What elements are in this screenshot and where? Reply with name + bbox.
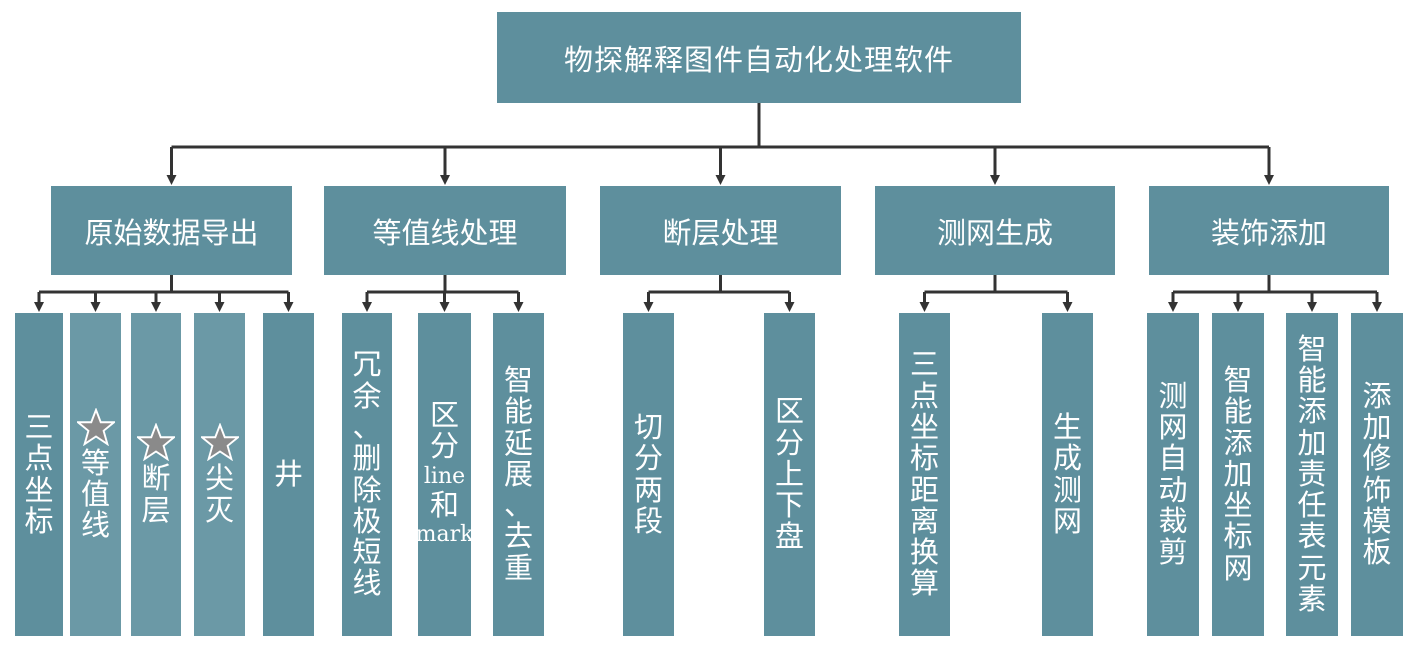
module-raw-data-export: 原始数据导出 [51, 186, 292, 275]
arrow-leaf-2-0 [643, 302, 654, 312]
module-fault-processing: 断层处理 [600, 186, 841, 275]
module-label: 断层处理 [662, 215, 779, 250]
module-contour-processing: 等值线处理 [324, 186, 566, 275]
star-icon [137, 423, 175, 462]
leaf-label: 切分两段 [633, 409, 663, 538]
arrow-module-0 [166, 175, 177, 185]
leaf-label: 测网自动裁剪 [1158, 378, 1188, 570]
leaf-label: 智能添加坐标网 [1223, 362, 1253, 585]
leaf-label: 尖灭 [204, 461, 234, 527]
arrow-module-2 [715, 175, 726, 185]
arrow-leaf-0-2 [151, 302, 161, 312]
arrow-leaf-3-0 [919, 302, 930, 312]
arrow-leaf-1-0 [362, 302, 372, 312]
arrow-leaf-4-0 [1168, 302, 1178, 312]
arrow-leaf-1-2 [513, 302, 524, 312]
leaf-label: 断层 [141, 461, 171, 527]
arrow-leaf-4-3 [1372, 302, 1382, 312]
leaf-well: 井 [263, 313, 314, 636]
leaf-generate-grid: 生成测网 [1042, 313, 1093, 636]
arrow-leaf-0-4 [283, 302, 294, 312]
leaf-label: 冗余、删除极短线 [352, 347, 382, 601]
leaf-fault: 断层 [131, 313, 181, 636]
leaf-remove-short-lines: 冗余、删除极短线 [342, 313, 392, 636]
arrow-module-4 [1264, 175, 1274, 185]
module-survey-grid-generation: 测网生成 [875, 186, 1115, 275]
star-icon [200, 423, 239, 462]
leaf-auto-crop-grid: 测网自动裁剪 [1147, 313, 1199, 636]
arrow-leaf-4-1 [1233, 302, 1243, 312]
leaf-hanging-footwall: 区分上下盘 [764, 313, 815, 636]
leaf-label: 区分上下盘 [774, 394, 804, 554]
leaf-label: 三点坐标 [24, 409, 54, 538]
module-label: 测网生成 [936, 215, 1053, 250]
leaf-label: 三点坐标距离换算 [909, 347, 939, 601]
leaf-add-decoration-template: 添加修饰模板 [1351, 313, 1403, 636]
module-label: 装饰添加 [1210, 215, 1327, 250]
star-icon [76, 407, 115, 446]
arrow-module-1 [440, 175, 450, 185]
leaf-extend-dedupe: 智能延展、去重 [493, 313, 544, 636]
leaf-split-two: 切分两段 [623, 313, 674, 636]
arrow-leaf-0-3 [214, 302, 225, 312]
leaf-contour: 等值线 [70, 313, 121, 636]
leaf-label: 智能添加责任表元素 [1297, 331, 1327, 617]
leaf-add-coordinate-grid: 智能添加坐标网 [1212, 313, 1264, 636]
root-label: 物探解释图件自动化处理软件 [563, 42, 954, 77]
leaf-pinch-out: 尖灭 [194, 313, 245, 636]
leaf-label: 井 [273, 456, 303, 491]
leaf-distance-conversion: 三点坐标距离换算 [899, 313, 950, 636]
arrow-leaf-2-1 [784, 302, 795, 312]
arrow-leaf-4-2 [1307, 302, 1317, 312]
arrow-leaf-3-1 [1062, 302, 1073, 312]
leaf-label: 添加修饰模板 [1362, 378, 1392, 570]
arrow-leaf-0-0 [34, 302, 44, 312]
leaf-three-point-coords: 三点坐标 [15, 313, 63, 636]
leaf-label: 智能延展、去重 [503, 362, 533, 585]
module-label: 等值线处理 [372, 215, 518, 250]
arrow-leaf-0-1 [90, 302, 101, 312]
root-node: 物探解释图件自动化处理软件 [497, 12, 1021, 103]
leaf-add-responsibility-table: 智能添加责任表元素 [1286, 313, 1338, 636]
leaf-label: 生成测网 [1052, 409, 1082, 538]
module-label: 原始数据导出 [84, 215, 259, 250]
arrow-module-3 [990, 175, 1000, 185]
arrow-leaf-1-1 [439, 302, 450, 312]
module-decoration-addition: 装饰添加 [1149, 186, 1389, 275]
leaf-label: 等值线 [80, 445, 110, 543]
